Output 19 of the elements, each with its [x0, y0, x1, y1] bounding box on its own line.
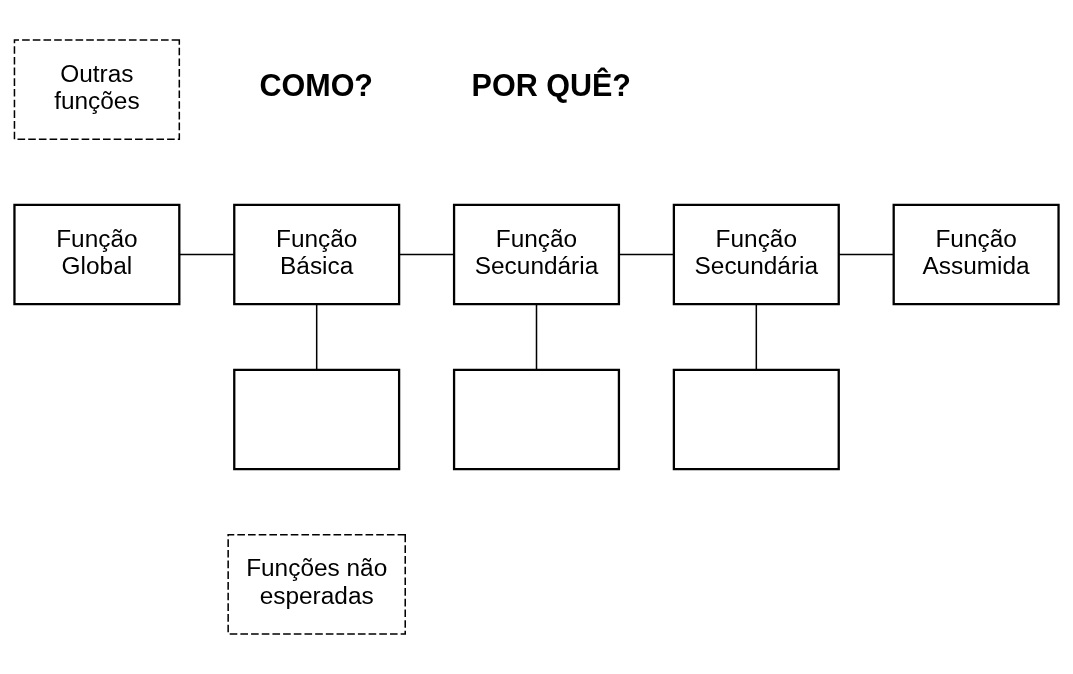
label: POR QUÊ? [471, 67, 631, 102]
node-box [672, 368, 840, 471]
connector [618, 253, 675, 256]
connector [755, 303, 758, 371]
connector [535, 303, 538, 371]
connector [838, 253, 894, 256]
connector [398, 253, 455, 256]
connector [315, 303, 318, 371]
node-box: Funções não esperadas [227, 533, 406, 635]
node-box: Função Secundária [452, 203, 621, 306]
connector [178, 253, 235, 256]
label: COMO? [259, 67, 374, 102]
node-box [452, 368, 621, 471]
node-box [233, 368, 401, 471]
node-box: Outras funções [13, 39, 181, 141]
node-box: Função Global [13, 203, 181, 306]
node-box: Função Secundária [672, 203, 840, 306]
node-box: Função Básica [233, 203, 401, 306]
node-box: Função Assumida [892, 203, 1060, 306]
